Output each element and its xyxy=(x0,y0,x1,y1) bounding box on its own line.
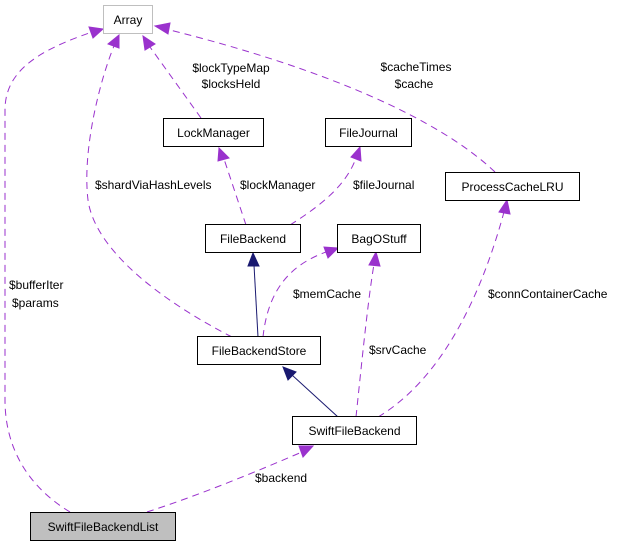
edge-swiftfilebackend-processcachelru xyxy=(377,198,511,418)
label-params: $params xyxy=(12,296,59,310)
node-label: BagOStuff xyxy=(351,232,407,246)
label-memcache: $memCache xyxy=(293,287,361,301)
node-label: Array xyxy=(114,13,143,27)
label-cache: $cache xyxy=(395,77,434,91)
node-label: FileJournal xyxy=(339,126,398,140)
arrowhead xyxy=(282,366,297,381)
label-filejournal: $fileJournal xyxy=(353,178,414,192)
node-lockmanager[interactable]: LockManager xyxy=(163,118,264,147)
node-label: SwiftFileBackendList xyxy=(48,520,159,534)
edge-swiftfilebackend-bagostuff xyxy=(355,250,381,418)
arrowhead xyxy=(368,250,381,267)
node-array[interactable]: Array xyxy=(103,5,153,34)
node-label: FileBackendStore xyxy=(212,344,307,358)
node-swiftfilebackendlist[interactable]: SwiftFileBackendList xyxy=(30,512,176,541)
arrowhead xyxy=(350,145,362,162)
edge-lockmanager-array xyxy=(142,34,202,119)
arrowhead xyxy=(107,33,120,49)
node-label: ProcessCacheLRU xyxy=(461,180,563,194)
node-swiftfilebackend[interactable]: SwiftFileBackend xyxy=(292,416,417,445)
node-label: FileBackend xyxy=(220,232,286,246)
node-bagostuff[interactable]: BagOStuff xyxy=(337,224,421,253)
node-processcachelru[interactable]: ProcessCacheLRU xyxy=(445,172,580,201)
arrowhead xyxy=(153,22,171,35)
edge-filebackendstore-array xyxy=(86,33,233,338)
arrowhead xyxy=(142,34,156,51)
label-backend: $backend xyxy=(255,471,307,485)
label-cachetimes: $cacheTimes xyxy=(381,60,452,74)
label-bufferiter: $bufferIter xyxy=(9,278,63,292)
node-filebackend[interactable]: FileBackend xyxy=(205,224,301,253)
label-srvcache: $srvCache xyxy=(369,343,427,357)
label-lockmanager: $lockManager xyxy=(240,178,315,192)
label-conncontainercache: $connContainerCache xyxy=(488,287,608,301)
arrowhead xyxy=(88,26,105,39)
edge-swiftfilebackend-filebackendstore xyxy=(282,366,339,418)
node-filejournal[interactable]: FileJournal xyxy=(325,118,412,147)
edge-swiftfilebackendlist-array xyxy=(4,26,105,513)
arrowhead xyxy=(217,146,230,162)
edge-processcachelru-array xyxy=(153,22,496,173)
label-locktypemap: $lockTypeMap xyxy=(192,61,270,75)
edge-filebackend-lockmanager xyxy=(217,146,247,226)
edge-filebackendstore-filebackend xyxy=(247,251,260,338)
edge-filebackend-filejournal xyxy=(289,145,362,226)
label-locksheld: $locksHeld xyxy=(202,77,261,91)
label-shardviahashlevels: $shardViaHashLevels xyxy=(95,178,212,192)
edge-filebackendstore-bagostuff xyxy=(262,246,340,338)
arrowhead xyxy=(298,445,315,458)
node-filebackendstore[interactable]: FileBackendStore xyxy=(197,336,321,365)
arrowhead xyxy=(323,246,340,259)
arrowhead xyxy=(498,198,511,215)
node-label: SwiftFileBackend xyxy=(308,424,400,438)
arrowhead xyxy=(247,251,260,267)
edge-swiftfilebackendlist-swiftfilebackend xyxy=(146,445,315,513)
node-label: LockManager xyxy=(177,126,250,140)
